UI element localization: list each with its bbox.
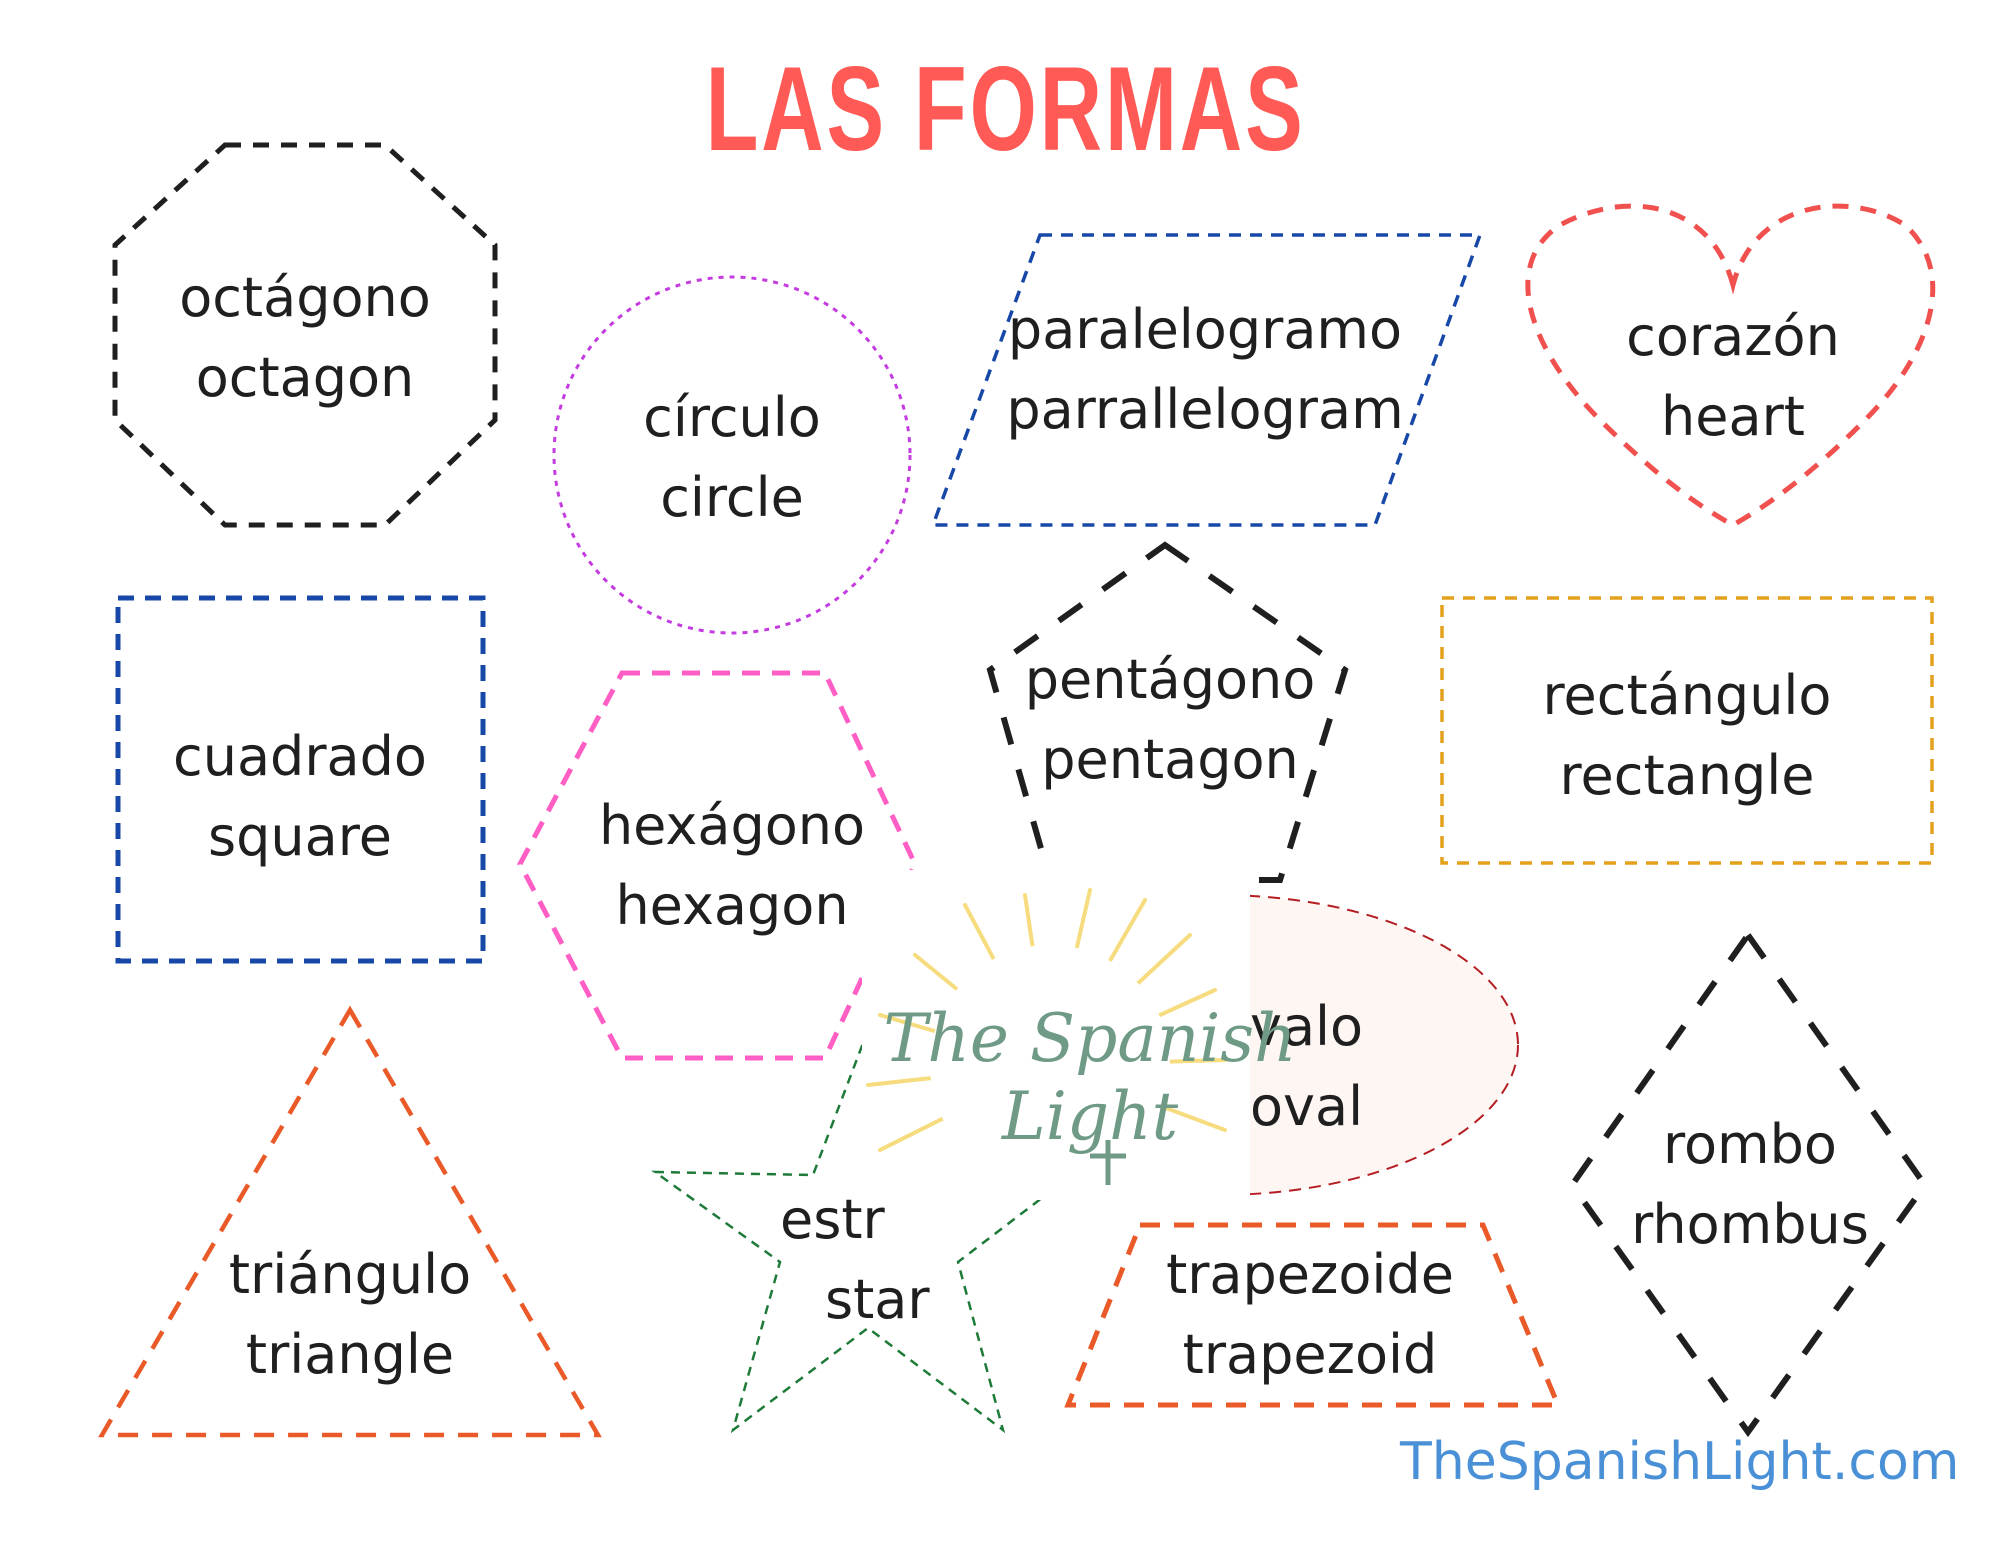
triangle-label: triángulo triangle xyxy=(200,1235,500,1395)
triangle-shape xyxy=(98,1005,602,1438)
octagon-en: octagon xyxy=(195,346,415,409)
rectangle-label: rectángulo rectangle xyxy=(1537,656,1837,816)
triangle-es: triángulo xyxy=(228,1243,472,1306)
circle-label: círculo circle xyxy=(582,378,882,538)
parallelogram-label: paralelogramo parrallelogram xyxy=(1000,290,1410,450)
circle-es: círculo xyxy=(643,386,821,449)
parallelogram-es: paralelogramo xyxy=(1007,298,1403,361)
cross-icon xyxy=(1090,1140,1126,1185)
octagon-shape xyxy=(112,142,498,528)
rhombus-label: rombo rhombus xyxy=(1610,1105,1890,1265)
trapezoid-label: trapezoide trapezoid xyxy=(1160,1235,1460,1395)
square-en: square xyxy=(208,805,392,868)
oval-en: oval xyxy=(1250,1075,1364,1138)
hexagon-label: hexágono hexagon xyxy=(582,786,882,946)
star-es: estr xyxy=(780,1188,885,1251)
trapezoid-en: trapezoid xyxy=(1182,1323,1438,1386)
hexagon-shape xyxy=(517,670,918,1061)
trapezoid-shape xyxy=(1064,1222,1562,1408)
rhombus-en: rhombus xyxy=(1631,1193,1869,1256)
watermark-logo-text: The Spanish Light xyxy=(880,1000,1300,1156)
watermark-line2: Light xyxy=(1001,1078,1179,1155)
star-en: star xyxy=(825,1268,930,1331)
oval-es: valo xyxy=(1250,995,1364,1058)
page-title: LAS FORMAS xyxy=(705,42,1306,176)
circle-shape xyxy=(552,275,912,635)
rhombus-shape xyxy=(1568,929,1929,1438)
square-shape xyxy=(115,595,486,964)
heart-es: corazón xyxy=(1626,305,1840,368)
website-link[interactable]: TheSpanishLight.com xyxy=(1400,1432,1960,1492)
watermark-line1: The Spanish xyxy=(883,1000,1297,1077)
oval-label: valo oval xyxy=(1250,987,1370,1147)
rhombus-es: rombo xyxy=(1663,1113,1837,1176)
triangle-en: triangle xyxy=(245,1323,455,1386)
hexagon-es: hexágono xyxy=(598,794,866,857)
trapezoid-es: trapezoide xyxy=(1166,1243,1454,1306)
heart-label: corazón heart xyxy=(1583,297,1883,457)
hexagon-en: hexagon xyxy=(615,874,849,937)
rectangle-en: rectangle xyxy=(1559,744,1815,807)
circle-en: circle xyxy=(660,466,804,529)
octagon-label: octágono octagon xyxy=(155,258,455,418)
rectangle-es: rectángulo xyxy=(1542,664,1832,727)
sun-center xyxy=(930,945,1170,1185)
star-label: estr star xyxy=(780,1180,940,1340)
pentagon-en: pentagon xyxy=(1041,728,1299,791)
pentagon-es: pentágono xyxy=(1024,648,1316,711)
square-label: cuadrado square xyxy=(150,717,450,877)
parallelogram-en: parrallelogram xyxy=(1006,378,1404,441)
pentagon-label: pentágono pentagon xyxy=(1015,640,1325,800)
square-es: cuadrado xyxy=(173,725,427,788)
heart-en: heart xyxy=(1661,385,1805,448)
octagon-es: octágono xyxy=(179,266,431,329)
